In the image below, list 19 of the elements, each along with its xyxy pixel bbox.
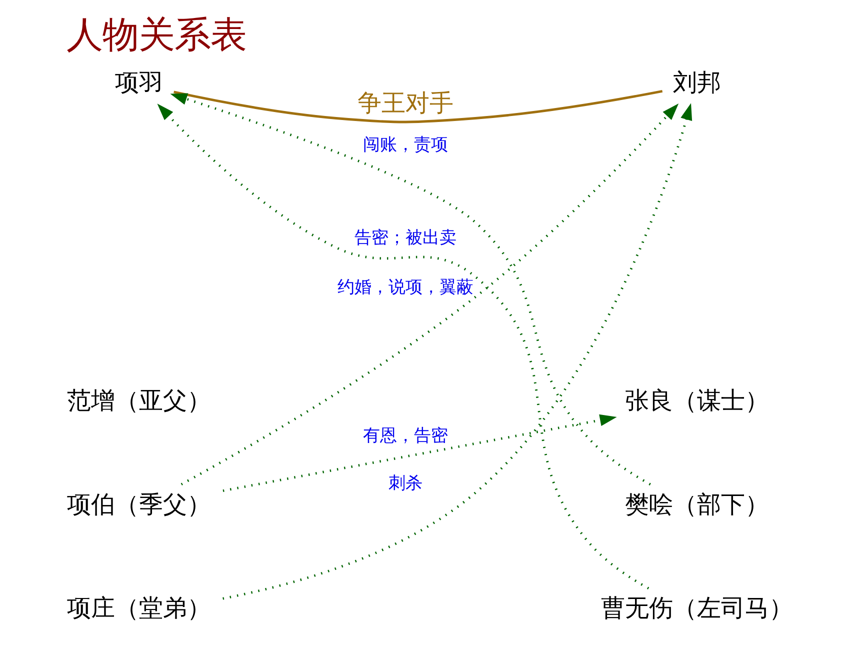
arrow [156,104,649,590]
connector [173,90,662,124]
node-text: 项伯（季父） [66,490,211,518]
edge-label: 刺杀 [388,472,422,492]
node-text: 张良（谋士） [624,386,768,414]
arrow [222,103,692,600]
node-text: 樊哙（部下） [624,490,768,518]
node-text: 项庄（堂弟） [66,594,211,622]
node-text: 项羽 [114,68,163,96]
node-text: 曹无伤（左司马） [600,594,792,622]
edge-label: 闯账，责项 [362,134,448,154]
node-text: 范增（亚父） [66,386,211,414]
diagram-title: 人物关系表 [66,12,246,56]
edge-label: 约婚，说项，翼蔽 [337,276,474,297]
edge-label: 告密；被出卖 [354,226,456,247]
node-text: 刘邦 [672,68,720,96]
edge-label: 争王对手 [357,88,454,117]
arrow [222,414,616,492]
edge-label: 有恩，告密 [362,425,448,446]
